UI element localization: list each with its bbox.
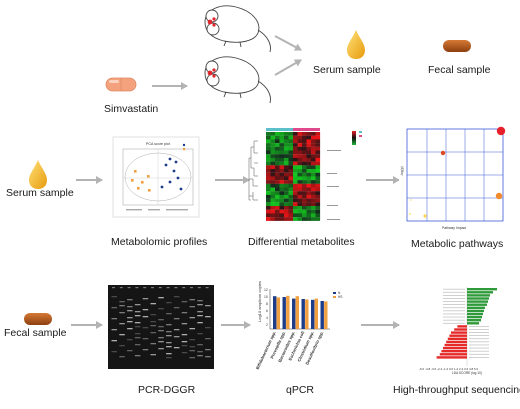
qpcr-bar-hs [295, 296, 299, 329]
lda-bar [467, 300, 488, 303]
qpcr-bar-n [320, 301, 324, 329]
label-serum-sample: Serum sample [6, 187, 74, 199]
svg-text:2: 2 [266, 323, 268, 327]
lda-bar [449, 334, 467, 337]
label-pcr-dggr: PCR-DGGR [138, 384, 196, 396]
svg-text:Pathway Impact: Pathway Impact [442, 226, 466, 230]
qpcr-bar-n [301, 299, 305, 329]
lda-bar [467, 297, 489, 300]
mouse-icon [204, 5, 271, 53]
svg-text:-log(p): -log(p) [400, 166, 404, 176]
lda-chart-thumbnail: -6.0 -4.8 -3.6 -2.4 -1.2 0.0 1.2 2.4 3.6… [418, 284, 516, 375]
qpcr-bar-n [311, 299, 315, 329]
lda-bar [446, 340, 467, 344]
drop-icon [29, 160, 47, 189]
lda-bar [451, 331, 467, 334]
fecal-icon [443, 40, 471, 52]
pill-icon [105, 77, 137, 92]
qpcr-bar-n [282, 297, 286, 329]
fecal-icon [24, 313, 52, 325]
lda-bar [467, 309, 484, 313]
heatmap-thumbnail [248, 128, 362, 221]
label-fecal-sample: Fecal sample [4, 327, 67, 339]
lda-bar [467, 322, 479, 325]
svg-text:12: 12 [264, 288, 268, 292]
lda-bar [467, 294, 490, 297]
gel-thumbnail [108, 285, 214, 369]
lda-bar [454, 328, 467, 331]
svg-text:-6.0 -4.8 -3.6 -2.4 -1.2 0.0 1: -6.0 -4.8 -3.6 -2.4 -1.2 0.0 1.2 2.4 3.6… [419, 367, 479, 371]
pathway-plot-thumbnail: Pathway Impact -log(p) [399, 126, 506, 233]
drop-icon [347, 30, 365, 59]
label-serum-sample: Serum sample [313, 64, 381, 76]
svg-text:Log10 amplicon copies: Log10 amplicon copies [257, 281, 262, 322]
mouse-icon [204, 56, 271, 104]
label-qpcr: qPCR [286, 384, 314, 396]
qpcr-bar-hs [286, 295, 290, 329]
lda-bar [467, 319, 481, 322]
label-differential-metabolites: Differential metabolites [248, 236, 355, 248]
label-simvastatin: Simvastatin [104, 103, 158, 115]
arrow [274, 35, 302, 51]
label-high-throughput-sequencing: High-throughput sequencing [393, 384, 520, 396]
qpcr-bar-hs [314, 298, 318, 329]
lda-bar [447, 337, 467, 340]
svg-text:4: 4 [266, 316, 268, 320]
svg-text:PCA score plot: PCA score plot [146, 142, 170, 146]
svg-text:HS: HS [338, 295, 342, 299]
qpcr-bar-hs [276, 297, 280, 329]
svg-text:N: N [338, 291, 341, 295]
arrow [274, 59, 302, 76]
svg-text:6: 6 [266, 309, 268, 313]
lda-bar [443, 346, 467, 350]
qpcr-bar-n [292, 298, 296, 329]
label-metabolic-pathways: Metabolic pathways [411, 238, 503, 250]
lda-bar [444, 343, 467, 347]
lda-bar [439, 353, 467, 356]
lda-bar [467, 288, 497, 291]
lda-bar [467, 312, 483, 316]
lda-bar [441, 350, 467, 353]
lda-bar [467, 315, 482, 319]
label-fecal-sample: Fecal sample [428, 64, 491, 76]
svg-text:8: 8 [266, 302, 268, 306]
lda-bar [467, 306, 485, 309]
label-metabolomic-profiles: Metabolomic profiles [111, 236, 207, 248]
lda-bar [457, 325, 467, 328]
svg-text:LDA SCORE (log 10): LDA SCORE (log 10) [452, 371, 482, 375]
lda-bar [467, 303, 487, 306]
qpcr-bar-hs [324, 301, 328, 329]
svg-text:10: 10 [264, 295, 268, 299]
qpcr-bar-n [273, 296, 277, 329]
lda-bar [436, 356, 467, 359]
lda-bar [467, 291, 493, 294]
pca-plot-thumbnail: PCA score plot [112, 136, 200, 218]
qpcr-bar-hs [305, 299, 309, 329]
